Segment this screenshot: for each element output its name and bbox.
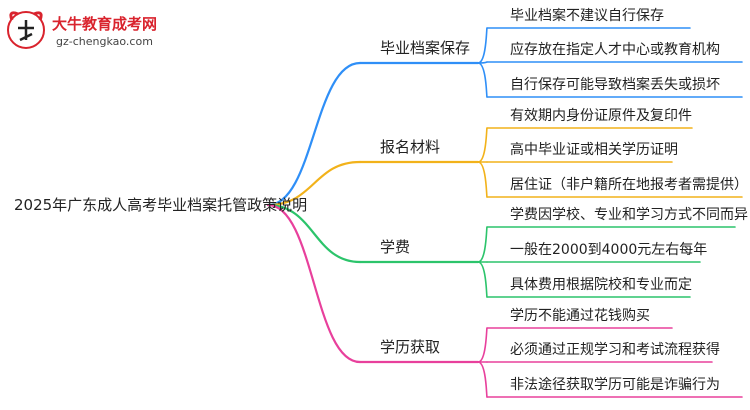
leaf-connector xyxy=(477,327,488,363)
leaf-connector xyxy=(477,127,488,163)
leaf-label: 高中毕业证或相关学历证明 xyxy=(510,142,678,158)
leaf-label: 毕业档案不建议自行保存 xyxy=(510,8,664,24)
root-topic: 2025年广东成人高考毕业档案托管政策说明 xyxy=(14,196,308,214)
leaf-connector xyxy=(477,361,488,398)
leaf-connector xyxy=(477,161,488,198)
branch-connector xyxy=(266,61,362,207)
leaf-label: 非法途径获取学历可能是诈骗行为 xyxy=(510,377,720,393)
logo-url[interactable]: gz-chengkao.com xyxy=(56,35,153,48)
leaf-label: 有效期内身份证原件及复印件 xyxy=(510,108,692,124)
leaf-label: 学历不能通过花钱购买 xyxy=(510,308,650,324)
leaf-connector xyxy=(477,62,488,98)
bull-logo-icon xyxy=(7,11,45,49)
leaf-label: 一般在2000到4000元左右每年 xyxy=(510,242,708,258)
leaf-label: 必须通过正规学习和考试流程获得 xyxy=(510,342,720,358)
leaf-connector xyxy=(477,226,488,263)
branch-connector xyxy=(266,160,362,207)
branch-label: 毕业档案保存 xyxy=(380,39,471,57)
branch-label: 学费 xyxy=(380,238,411,256)
branch-label: 学历获取 xyxy=(380,338,441,356)
branch-connector xyxy=(266,203,362,364)
branch-label: 报名材料 xyxy=(380,138,441,156)
leaf-label: 居住证（非户籍所在地报考者需提供） xyxy=(510,177,748,193)
leaf-label: 学费因学校、专业和学习方式不同而异 xyxy=(510,207,748,223)
branch-connector xyxy=(266,203,362,264)
leaf-label: 具体费用根据院校和专业而定 xyxy=(510,277,692,293)
leaf-connector xyxy=(477,27,488,64)
logo-title: 大牛教育成考网 xyxy=(52,15,158,33)
leaf-label: 自行保存可能导致档案丢失或损坏 xyxy=(510,77,720,93)
leaf-connector xyxy=(477,261,488,298)
site-logo: 大牛教育成考网 gz-chengkao.com xyxy=(4,6,174,52)
leaf-label: 应存放在指定人才中心或教育机构 xyxy=(510,42,720,58)
